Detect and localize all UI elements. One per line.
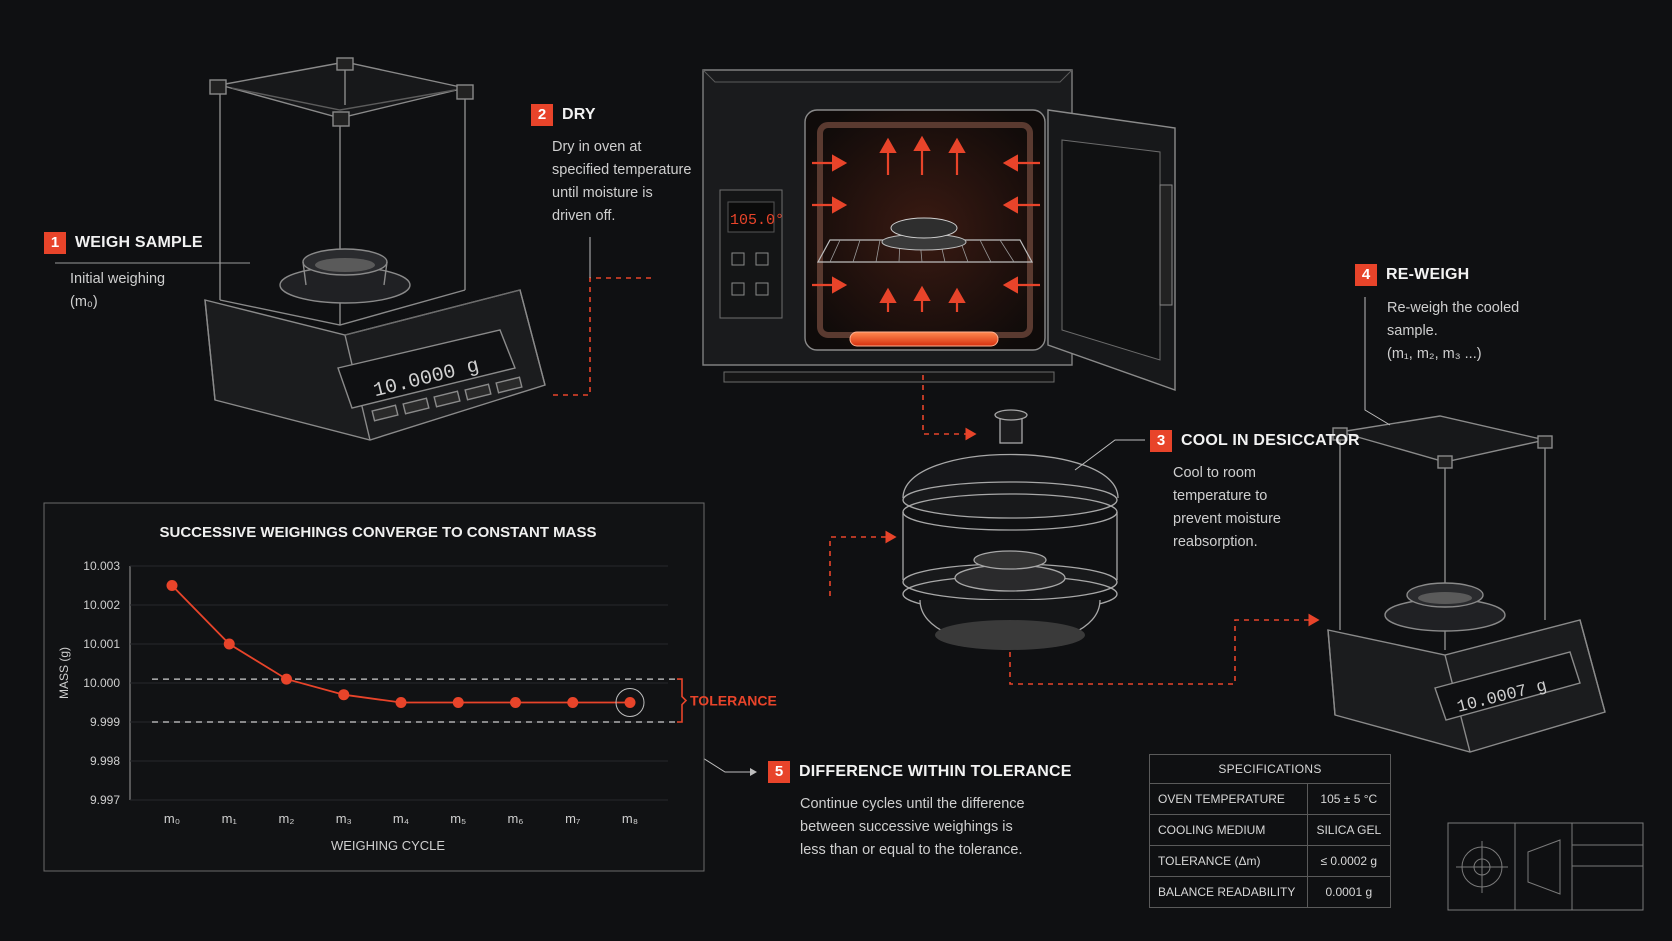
x-tick-label: m₃ xyxy=(336,811,352,826)
step-4-badge: 4 xyxy=(1355,264,1377,286)
step-3-desc-line: reabsorption. xyxy=(1173,534,1258,550)
spec-label: BALANCE READABILITY xyxy=(1149,876,1308,908)
y-tick-label: 10.003 xyxy=(83,559,120,573)
step-1-badge: 1 xyxy=(44,232,66,254)
step-4-header: 4 RE-WEIGH xyxy=(1355,264,1469,286)
spec-value: SILICA GEL xyxy=(1306,814,1392,846)
x-tick-label: m₈ xyxy=(622,811,638,826)
x-tick-label: m₇ xyxy=(565,811,581,826)
spec-value: 0.0001 g xyxy=(1306,876,1392,908)
step-3-badge: 3 xyxy=(1150,430,1172,452)
y-tick-label: 9.997 xyxy=(90,793,120,807)
chart-plot-area: 10.003 10.002 10.001 10.000 9.999 9.998 9.997 T… xyxy=(83,559,777,826)
spec-label: TOLERANCE (Δm) xyxy=(1149,845,1308,877)
spec-value: 105 ± 5 °C xyxy=(1306,783,1392,815)
data-point xyxy=(624,697,636,708)
step-1-header: 1 WEIGH SAMPLE xyxy=(44,232,203,254)
step-3-title: COOL IN DESICCATOR xyxy=(1181,432,1360,449)
spec-label: COOLING MEDIUM xyxy=(1149,814,1308,846)
step-5-description: Continue cycles until the difference bet… xyxy=(800,793,1025,862)
chart-title: SUCCESSIVE WEIGHINGS CONVERGE TO CONSTAN… xyxy=(160,524,597,541)
tolerance-label: TOLERANCE xyxy=(690,693,777,709)
drying-oven-icon xyxy=(702,69,1176,391)
desiccator-icon xyxy=(902,409,1119,650)
x-tick-label: m₅ xyxy=(450,811,466,826)
step-3-desc-line: prevent moisture xyxy=(1173,511,1281,527)
y-tick-label: 9.999 xyxy=(90,715,120,729)
step-2-badge: 2 xyxy=(531,104,553,126)
step-5-desc-line: between successive weighings is xyxy=(800,819,1013,835)
x-tick-label: m₆ xyxy=(507,811,523,826)
table-row: TOLERANCE (Δm)≤ 0.0002 g xyxy=(1149,845,1392,877)
step-2-header: 2 DRY xyxy=(531,104,596,126)
step-2-desc-line: Dry in oven at xyxy=(552,139,642,155)
y-tick-label: 9.998 xyxy=(90,754,120,768)
data-point xyxy=(281,673,292,685)
specifications-title: SPECIFICATIONS xyxy=(1149,754,1391,784)
data-point xyxy=(567,697,579,708)
step-5-desc-line: less than or equal to the tolerance. xyxy=(800,842,1023,858)
step-2-desc-line: specified temperature xyxy=(552,162,692,178)
step-2-desc-line: driven off. xyxy=(552,208,616,224)
step-5-desc-line: Continue cycles until the difference xyxy=(800,796,1025,812)
step-3-description: Cool to room temperature to prevent mois… xyxy=(1173,462,1281,554)
chart-frame xyxy=(43,502,705,872)
step-3-desc-line: temperature to xyxy=(1173,488,1268,504)
data-point xyxy=(338,689,350,701)
step-1-desc-line: (m₀) xyxy=(70,294,98,310)
x-tick-label: m₂ xyxy=(279,811,295,826)
step-3-desc-line: Cool to room xyxy=(1173,465,1257,481)
x-axis-label: WEIGHING CYCLE xyxy=(331,838,445,853)
step-4-desc-line: (m₁, m₂, m₃ ...) xyxy=(1387,346,1482,362)
spec-label: OVEN TEMPERATURE xyxy=(1149,783,1308,815)
step-2-desc-line: until moisture is xyxy=(552,185,653,201)
spec-value: ≤ 0.0002 g xyxy=(1306,845,1392,877)
step-1-title: WEIGH SAMPLE xyxy=(75,234,203,251)
oven-temperature-readout: 105.0° xyxy=(730,212,784,229)
step-4-title: RE-WEIGH xyxy=(1386,266,1470,283)
data-point xyxy=(452,697,464,708)
tolerance-bracket xyxy=(677,678,688,723)
step-5-header: 5 DIFFERENCE WITHIN TOLERANCE xyxy=(768,761,1072,783)
step-4-description: Re-weigh the cooled sample. (m₁, m₂, m₃ … xyxy=(1387,297,1519,366)
step-4-desc-line: Re-weigh the cooled xyxy=(1387,300,1520,316)
y-tick-label: 10.002 xyxy=(83,598,120,612)
x-tick-label: m₀ xyxy=(164,811,180,826)
y-axis-label: MASS (g) xyxy=(57,647,71,699)
step-2-description: Dry in oven at specified temperature unt… xyxy=(552,136,691,228)
step-1-description: Initial weighing (m₀) xyxy=(70,268,165,314)
balance-left-icon xyxy=(204,57,546,441)
data-point xyxy=(395,697,407,708)
data-point xyxy=(510,697,521,708)
y-tick-label: 10.001 xyxy=(83,637,120,651)
x-tick-label: m₄ xyxy=(393,811,409,826)
step-3-header: 3 COOL IN DESICCATOR xyxy=(1150,430,1360,452)
balance-right-icon xyxy=(1327,415,1606,753)
y-tick-label: 10.000 xyxy=(83,676,120,690)
step-2-title: DRY xyxy=(562,106,596,123)
step-4-desc-line: sample. xyxy=(1387,323,1438,339)
data-point xyxy=(166,580,178,591)
step-1-desc-line: Initial weighing xyxy=(70,271,166,287)
data-point xyxy=(223,638,235,650)
x-tick-label: m₁ xyxy=(222,811,238,826)
step-5-title: DIFFERENCE WITHIN TOLERANCE xyxy=(799,763,1072,780)
crosshair-target-icon xyxy=(1447,822,1644,911)
step-5-badge: 5 xyxy=(768,761,790,783)
final-point-highlight xyxy=(615,688,645,717)
